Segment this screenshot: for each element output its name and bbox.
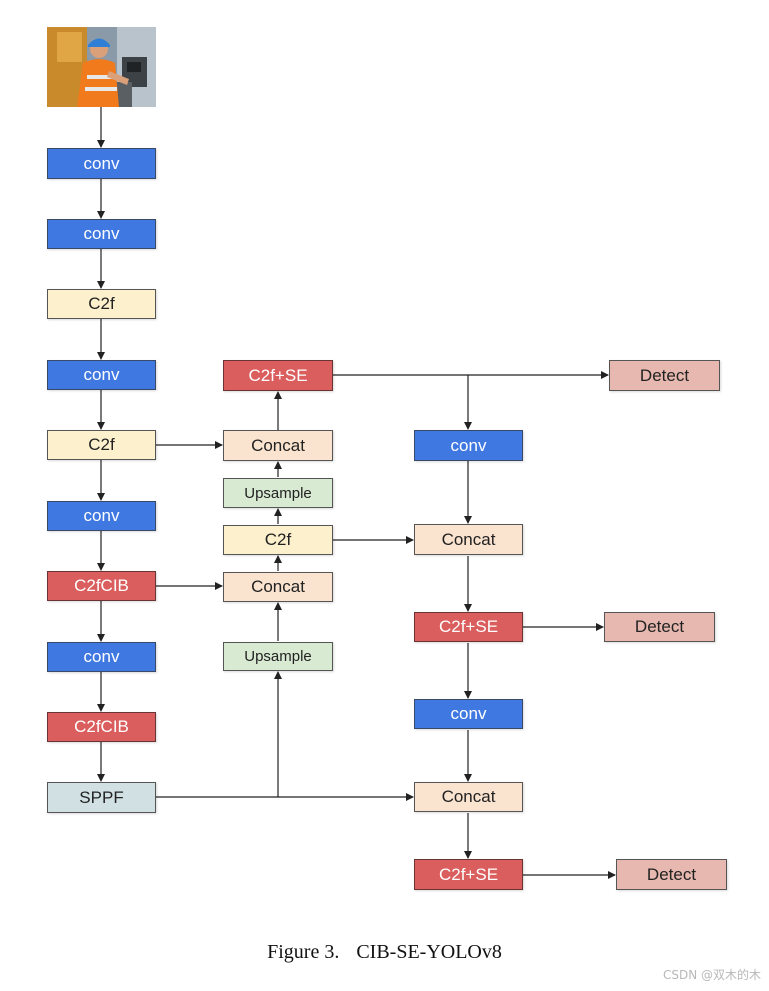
- head-c2f-se-2: C2f+SE: [414, 859, 523, 890]
- head-c2f-se-1: C2f+SE: [414, 612, 523, 642]
- backbone-sppf: SPPF: [47, 782, 156, 813]
- detect-1: Detect: [609, 360, 720, 391]
- head-conv-1: conv: [414, 430, 523, 461]
- head-concat-1: Concat: [414, 524, 523, 555]
- watermark: CSDN @双木的木: [662, 968, 761, 982]
- backbone-conv-2: conv: [47, 219, 156, 249]
- neck-upsample-2: Upsample: [223, 642, 333, 671]
- detect-2: Detect: [604, 612, 715, 642]
- backbone-c2fcib-2: C2fCIB: [47, 712, 156, 742]
- backbone-c2f-1: C2f: [47, 289, 156, 319]
- figure-caption: Figure 3. CIB-SE-YOLOv8: [0, 941, 769, 964]
- backbone-conv-5: conv: [47, 642, 156, 672]
- neck-c2f: C2f: [223, 525, 333, 555]
- neck-concat-1: Concat: [223, 430, 333, 461]
- backbone-conv-4: conv: [47, 501, 156, 531]
- input-image: [47, 27, 156, 107]
- backbone-conv-3: conv: [47, 360, 156, 390]
- figure-title: CIB-SE-YOLOv8: [356, 941, 502, 963]
- head-concat-2: Concat: [414, 782, 523, 812]
- detect-3: Detect: [616, 859, 727, 890]
- backbone-c2fcib-1: C2fCIB: [47, 571, 156, 601]
- backbone-conv-1: conv: [47, 148, 156, 179]
- backbone-c2f-2: C2f: [47, 430, 156, 460]
- figure-number: Figure 3.: [267, 941, 340, 963]
- neck-concat-2: Concat: [223, 572, 333, 602]
- neck-upsample-1: Upsample: [223, 478, 333, 508]
- neck-c2f-se: C2f+SE: [223, 360, 333, 391]
- head-conv-2: conv: [414, 699, 523, 729]
